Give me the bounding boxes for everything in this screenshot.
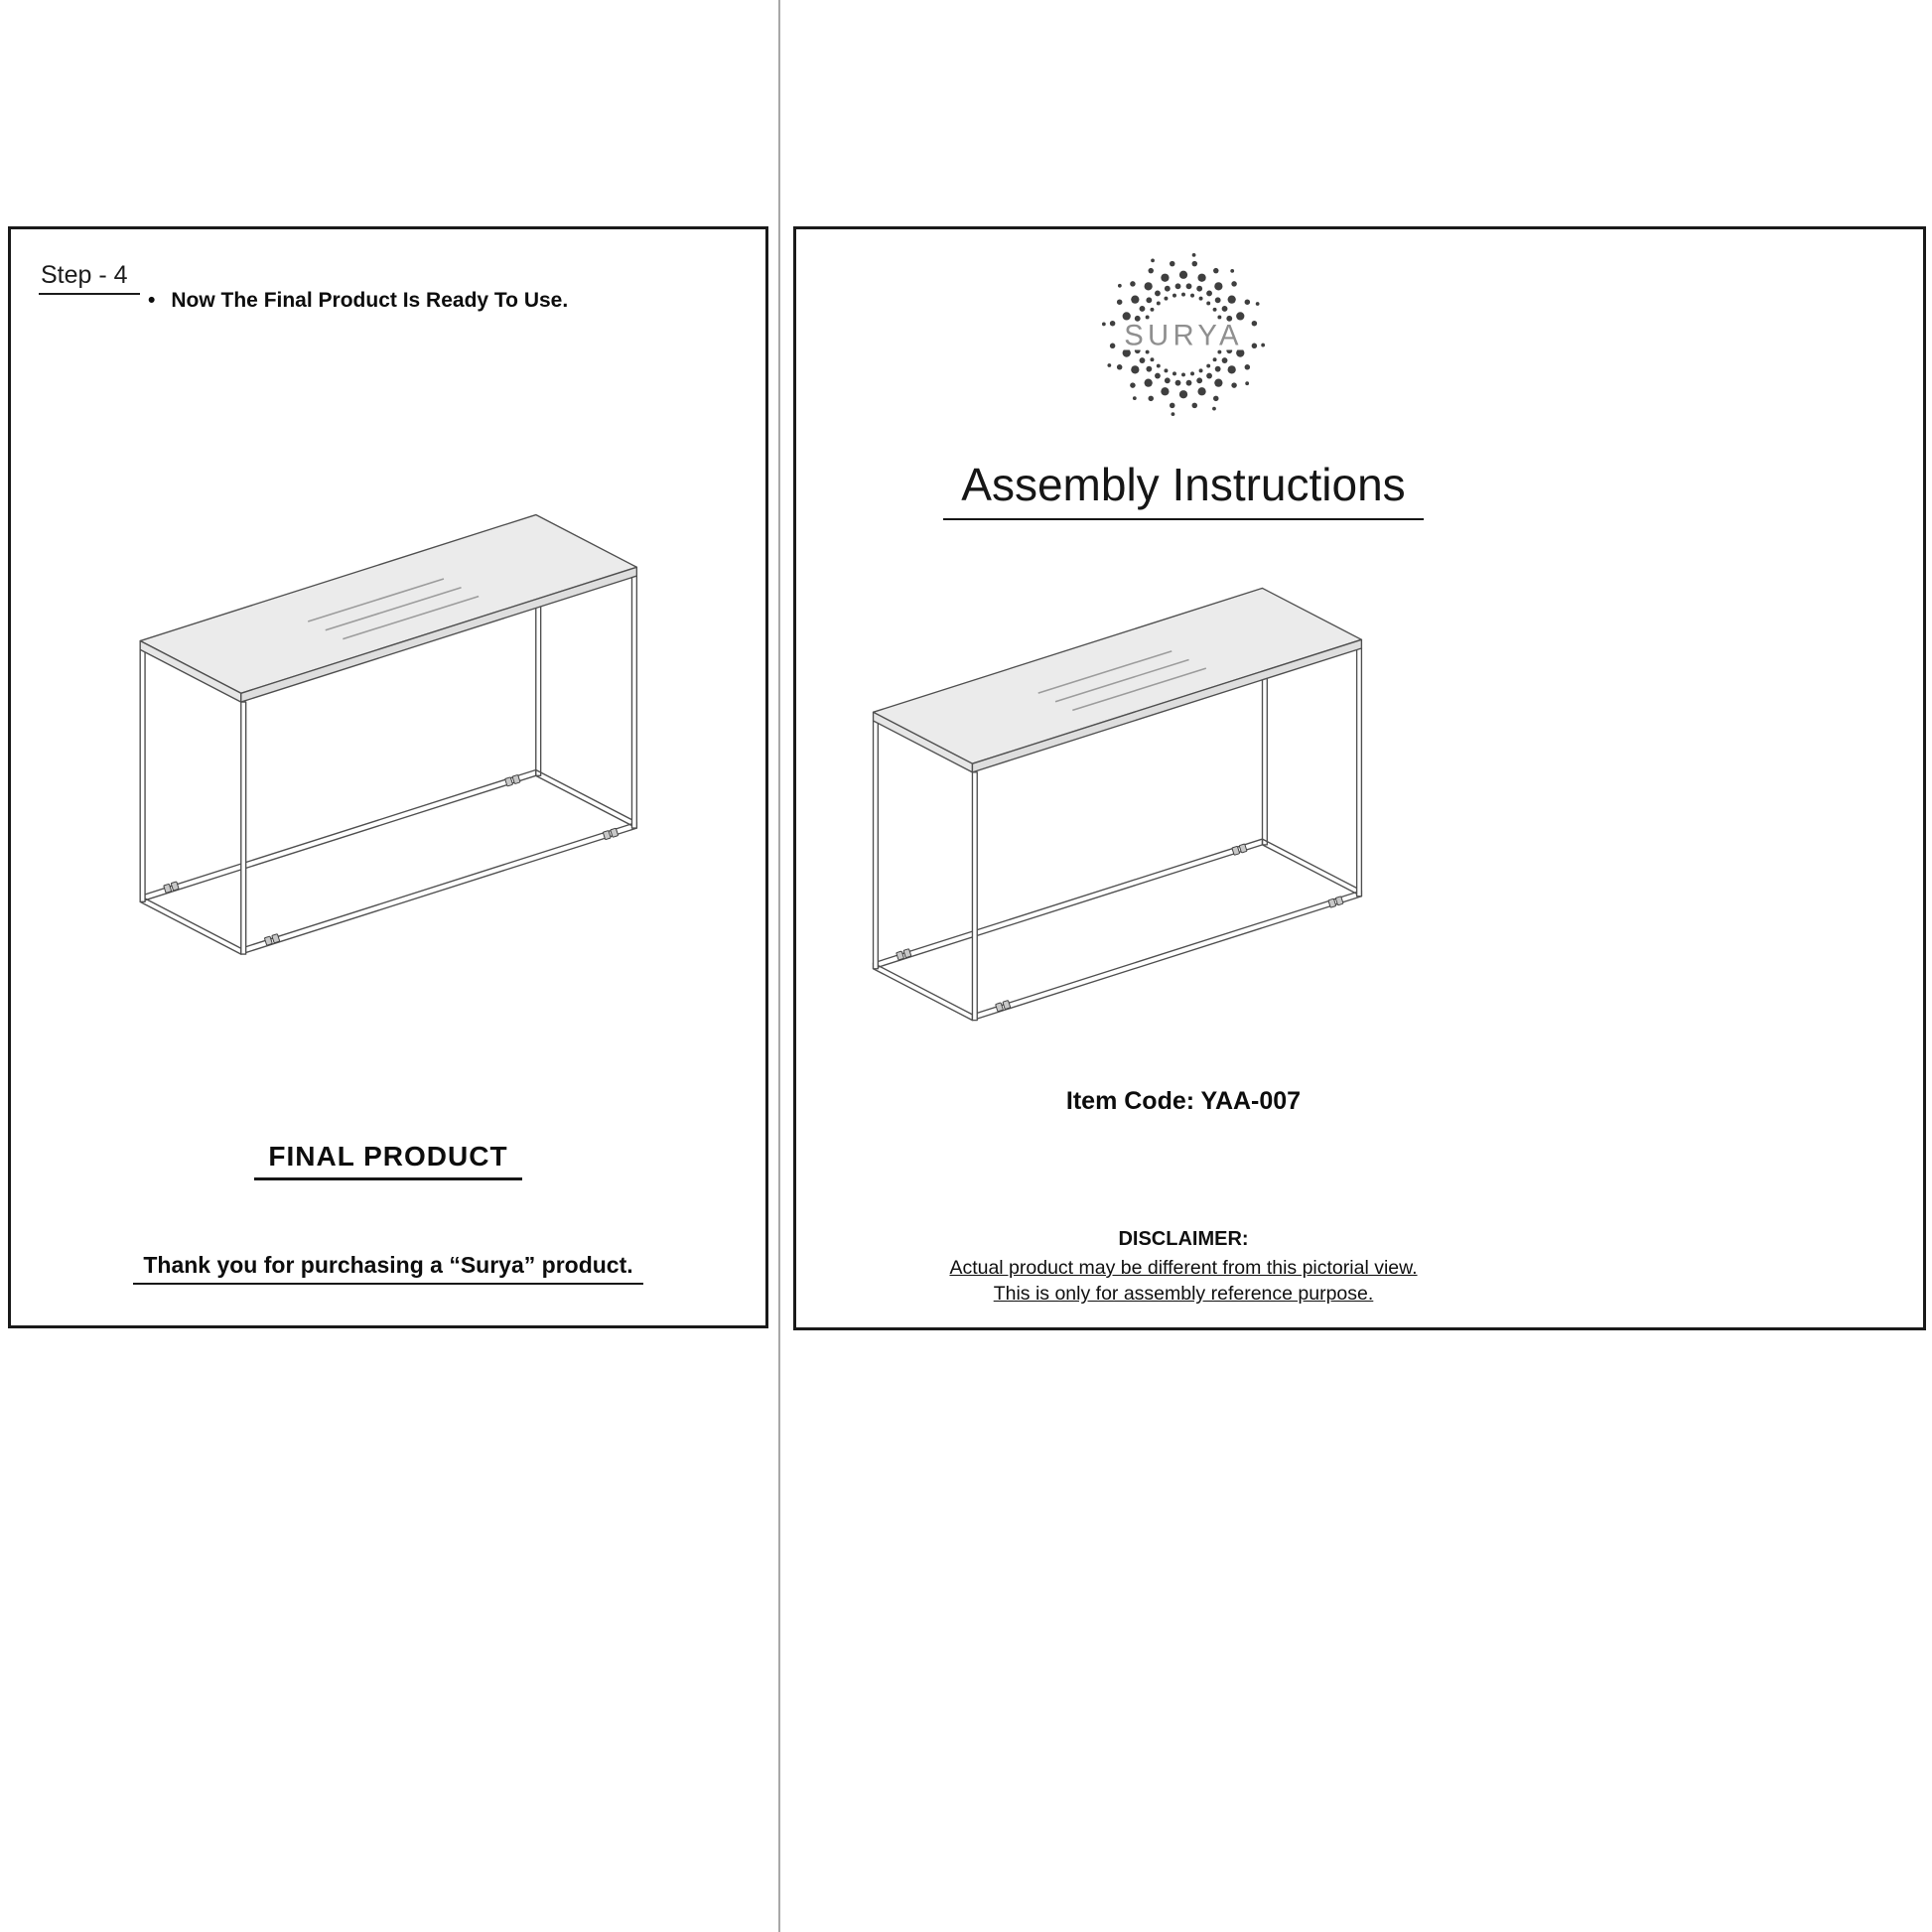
final-product-drawing: [128, 495, 672, 1000]
instruction-bullet-row: • Now The Final Product Is Ready To Use.: [148, 289, 568, 313]
step-label: Step - 4: [39, 261, 140, 295]
product-drawing: [862, 569, 1396, 1065]
surya-logo: SURYA: [1101, 252, 1266, 417]
logo-text-band: [1119, 322, 1248, 350]
disclaimer-line-2: This is only for assembly reference purp…: [993, 1283, 1374, 1306]
title-row: Assembly Instructions: [796, 458, 1571, 520]
final-product-heading: FINAL PRODUCT: [11, 1141, 765, 1180]
page-divider: [778, 0, 780, 1932]
page-left: Step - 4 • Now The Final Product Is Read…: [8, 226, 768, 1328]
right-content-column: SURYA Assembly Instructions Item Code: Y…: [796, 229, 1571, 1327]
item-code: Item Code: YAA-007: [1065, 1087, 1302, 1115]
thank-you-note: Thank you for purchasing a “Surya” produ…: [133, 1252, 643, 1285]
disclaimer-line-1: Actual product may be different from thi…: [949, 1257, 1418, 1279]
page-title: Assembly Instructions: [943, 458, 1424, 520]
bullet-marker: •: [148, 289, 156, 312]
instruction-text: Now The Final Product Is Ready To Use.: [171, 289, 569, 312]
page-right: SURYA Assembly Instructions Item Code: Y…: [793, 226, 1926, 1330]
final-product-label: FINAL PRODUCT: [254, 1141, 522, 1180]
disclaimer: DISCLAIMER: Actual product may be differ…: [796, 1228, 1571, 1308]
disclaimer-heading: DISCLAIMER:: [1118, 1228, 1249, 1250]
surya-logo-text: SURYA: [1124, 320, 1243, 351]
thank-you-row: Thank you for purchasing a “Surya” produ…: [11, 1252, 765, 1285]
